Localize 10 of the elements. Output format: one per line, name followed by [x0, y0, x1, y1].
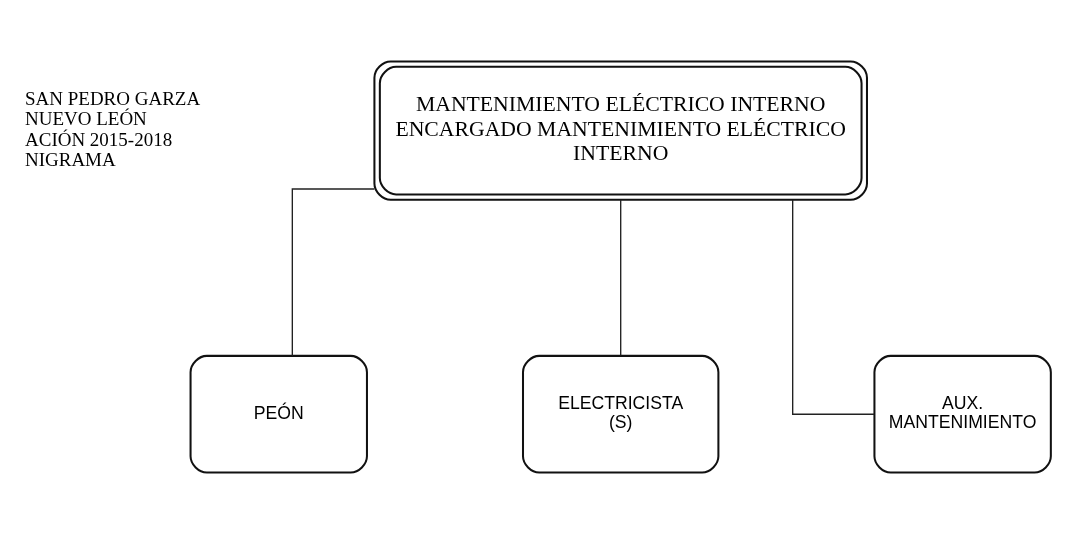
node-box: PEÓN [189, 354, 368, 474]
connector [792, 199, 875, 415]
connector [291, 188, 375, 357]
node-box: AUX. MANTENIMIENTO [873, 354, 1052, 474]
connector [620, 199, 622, 357]
node-box: ELECTRICISTA (S) [522, 354, 720, 474]
node-box: MANTENIMIENTO ELÉCTRICO INTERNO ENCARGADO MANTENIMIENTO ELÉCTRICO INTERNO [373, 60, 868, 201]
label: NIGRAMA [25, 149, 116, 171]
label: ACIÓN 2015-2018 [25, 128, 173, 150]
label: NUEVO LEÓN [25, 108, 147, 130]
